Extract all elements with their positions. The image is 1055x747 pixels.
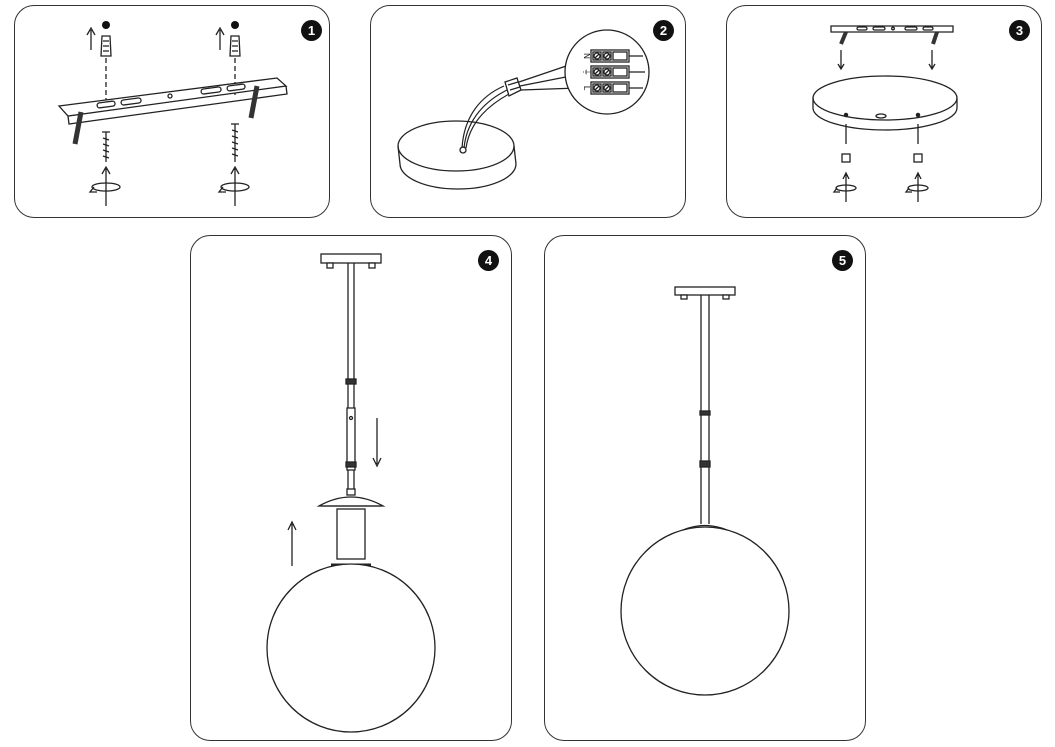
arrow-up-icon	[914, 171, 922, 202]
rotate-arrow-icon	[91, 182, 121, 192]
step-5-illustration	[620, 286, 790, 696]
arrow-up-icon	[101, 165, 111, 206]
canopy-ring	[397, 120, 515, 172]
glass-globe	[620, 526, 790, 696]
step-badge: 2	[653, 20, 674, 41]
terminal-label-n: N	[582, 53, 591, 59]
step-badge: 5	[832, 250, 853, 271]
rotate-arrow-icon	[907, 184, 929, 192]
lamp-cap	[316, 496, 386, 507]
step-1-panel: 1	[14, 5, 330, 218]
step-2-illustration: N ⏚ L	[397, 29, 650, 190]
screw-cap-icon	[913, 153, 923, 163]
step-badge: 3	[1009, 20, 1030, 41]
ceiling-canopy	[320, 253, 382, 264]
arrow-up-icon	[230, 165, 240, 206]
rotate-arrow-icon	[835, 184, 857, 192]
drill-hole-icon	[102, 21, 110, 29]
step-4-illustration	[266, 253, 436, 733]
terminal-label-l: L	[582, 86, 591, 91]
drill-hole-icon	[231, 21, 239, 29]
screw-cap-icon	[841, 153, 851, 163]
rotate-arrow-icon	[220, 182, 250, 192]
step-4-panel: 4	[190, 235, 512, 741]
cable-hole-icon	[459, 146, 467, 154]
bracket-bolt	[248, 85, 260, 119]
arrow-down-icon	[837, 50, 845, 71]
arrow-down-icon	[372, 418, 382, 468]
arrow-up-icon	[287, 520, 297, 566]
arrow-up-icon	[215, 26, 225, 50]
step-2-panel: 2	[370, 5, 686, 218]
suspension-rod	[700, 295, 710, 524]
lamp-holder	[336, 508, 366, 560]
step-3-illustration	[812, 25, 958, 202]
wire	[461, 85, 505, 149]
step-3-panel: 3	[726, 5, 1042, 218]
glass-globe	[266, 563, 436, 733]
canopy-disc	[812, 75, 958, 121]
terminal-block	[590, 49, 630, 95]
suspension-rod	[347, 263, 355, 381]
arrow-up-icon	[86, 26, 96, 50]
arrow-down-icon	[928, 50, 936, 71]
ceiling-canopy	[674, 286, 736, 296]
terminal-label-earth: ⏚	[582, 68, 591, 76]
step-5-panel: 5	[544, 235, 866, 741]
step-badge: 1	[301, 20, 322, 41]
step-1-illustration	[57, 21, 288, 206]
step-badge: 4	[478, 250, 499, 271]
arrow-up-icon	[842, 171, 850, 202]
bracket-bolt	[72, 111, 84, 145]
